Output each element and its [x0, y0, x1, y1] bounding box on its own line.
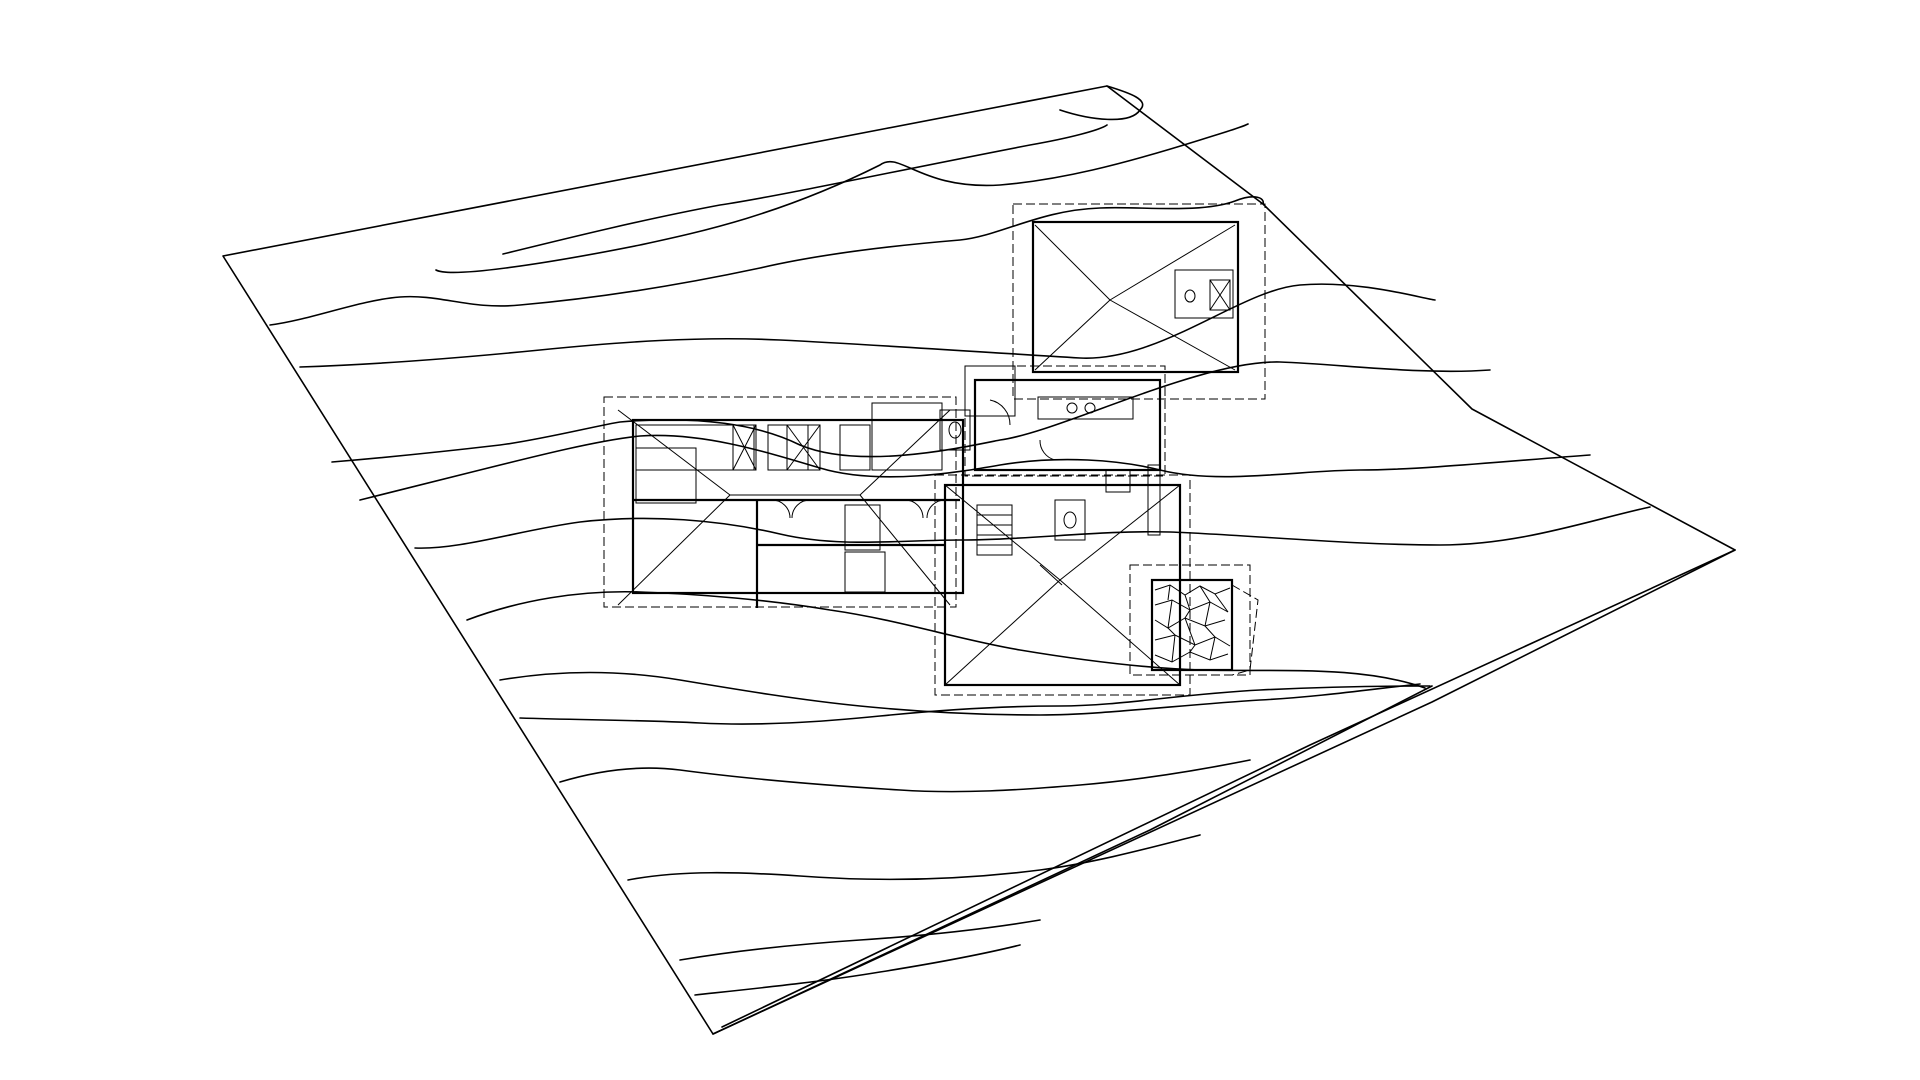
shower-x [1209, 279, 1231, 311]
stone-patio-outline [1150, 578, 1234, 672]
toilet [948, 421, 962, 439]
center-roof-outline [964, 365, 1166, 477]
west-wing-walls [631, 418, 965, 595]
roof-hip-line [617, 409, 731, 496]
patio-edge [1231, 584, 1259, 676]
closet-1 [844, 504, 881, 551]
connector-walkway [964, 365, 1016, 417]
shower-2 [786, 424, 821, 471]
roof-hip-line [1109, 224, 1236, 301]
north-wing [964, 203, 1266, 417]
contour-line [559, 759, 1251, 793]
closet-2 [844, 551, 886, 593]
roof-hip-line [944, 484, 1061, 581]
north-walls [1031, 220, 1240, 374]
shower-3 [1209, 279, 1231, 311]
sink [1084, 402, 1096, 414]
boundary-inner-edge-2 [712, 685, 1433, 1035]
shower-x [732, 424, 757, 471]
door-swing [1039, 564, 1063, 586]
stone-patio [1150, 578, 1259, 676]
toilet [1063, 511, 1077, 529]
contour-line [502, 124, 1108, 255]
room-hall-closet [871, 402, 943, 471]
door-swing [791, 499, 811, 519]
contour-line [519, 685, 1431, 725]
south-walls [943, 483, 1182, 687]
deck-outline [1129, 564, 1251, 676]
roof-hip-line [1034, 299, 1111, 371]
south-roof-outline [934, 474, 1191, 696]
north-roof-outline [1012, 203, 1266, 400]
shower-1 [732, 424, 757, 471]
boundary-edge-top [222, 85, 1736, 1035]
south-wing [934, 474, 1251, 696]
center-walls [973, 378, 1162, 472]
stone-pattern [1154, 584, 1231, 663]
contour-line [1059, 85, 1144, 121]
contour-line [414, 506, 1651, 549]
west-wing [603, 396, 965, 608]
counter-side [1147, 464, 1161, 536]
roof-hip-line [1059, 484, 1181, 581]
contour-lines [269, 85, 1651, 996]
door-swing [989, 399, 1011, 426]
contour-line [499, 671, 1421, 716]
roof-hip-line [944, 579, 1061, 686]
contour-line [269, 196, 1264, 326]
stair [976, 504, 1013, 556]
contour-line [694, 944, 1021, 996]
contour-line [299, 283, 1436, 368]
contour-line [627, 834, 1201, 881]
roof-hip-line [1059, 579, 1181, 686]
sink [1066, 402, 1078, 414]
door-swing [1039, 439, 1056, 461]
door-swing [926, 499, 946, 519]
stone-pattern [1167, 584, 1229, 663]
site-boundary [222, 85, 1736, 1035]
shower-x [786, 424, 821, 471]
contour-line [435, 123, 1249, 274]
powder-room [1054, 499, 1086, 541]
center-wing [939, 365, 1166, 536]
contour-line [331, 361, 1491, 463]
kitchen-counter [1037, 396, 1134, 420]
utility-room [1174, 269, 1234, 319]
contour-line [359, 434, 1591, 501]
toilet-room [939, 409, 971, 451]
bathtub [635, 447, 697, 504]
room-bath-2 [839, 424, 871, 471]
roof-hip-line [617, 494, 731, 606]
contour-line [679, 919, 1041, 961]
roof-hip-line [1109, 299, 1236, 371]
west-wing-roof-outline [603, 396, 957, 608]
door-swing [904, 499, 924, 519]
range [1105, 469, 1131, 493]
boundary-inner-edge-1 [721, 549, 1736, 1028]
door-swing [771, 499, 791, 519]
roof-hip-line [1034, 224, 1111, 301]
roof-hip-line [859, 409, 951, 496]
toilet [1184, 289, 1196, 303]
